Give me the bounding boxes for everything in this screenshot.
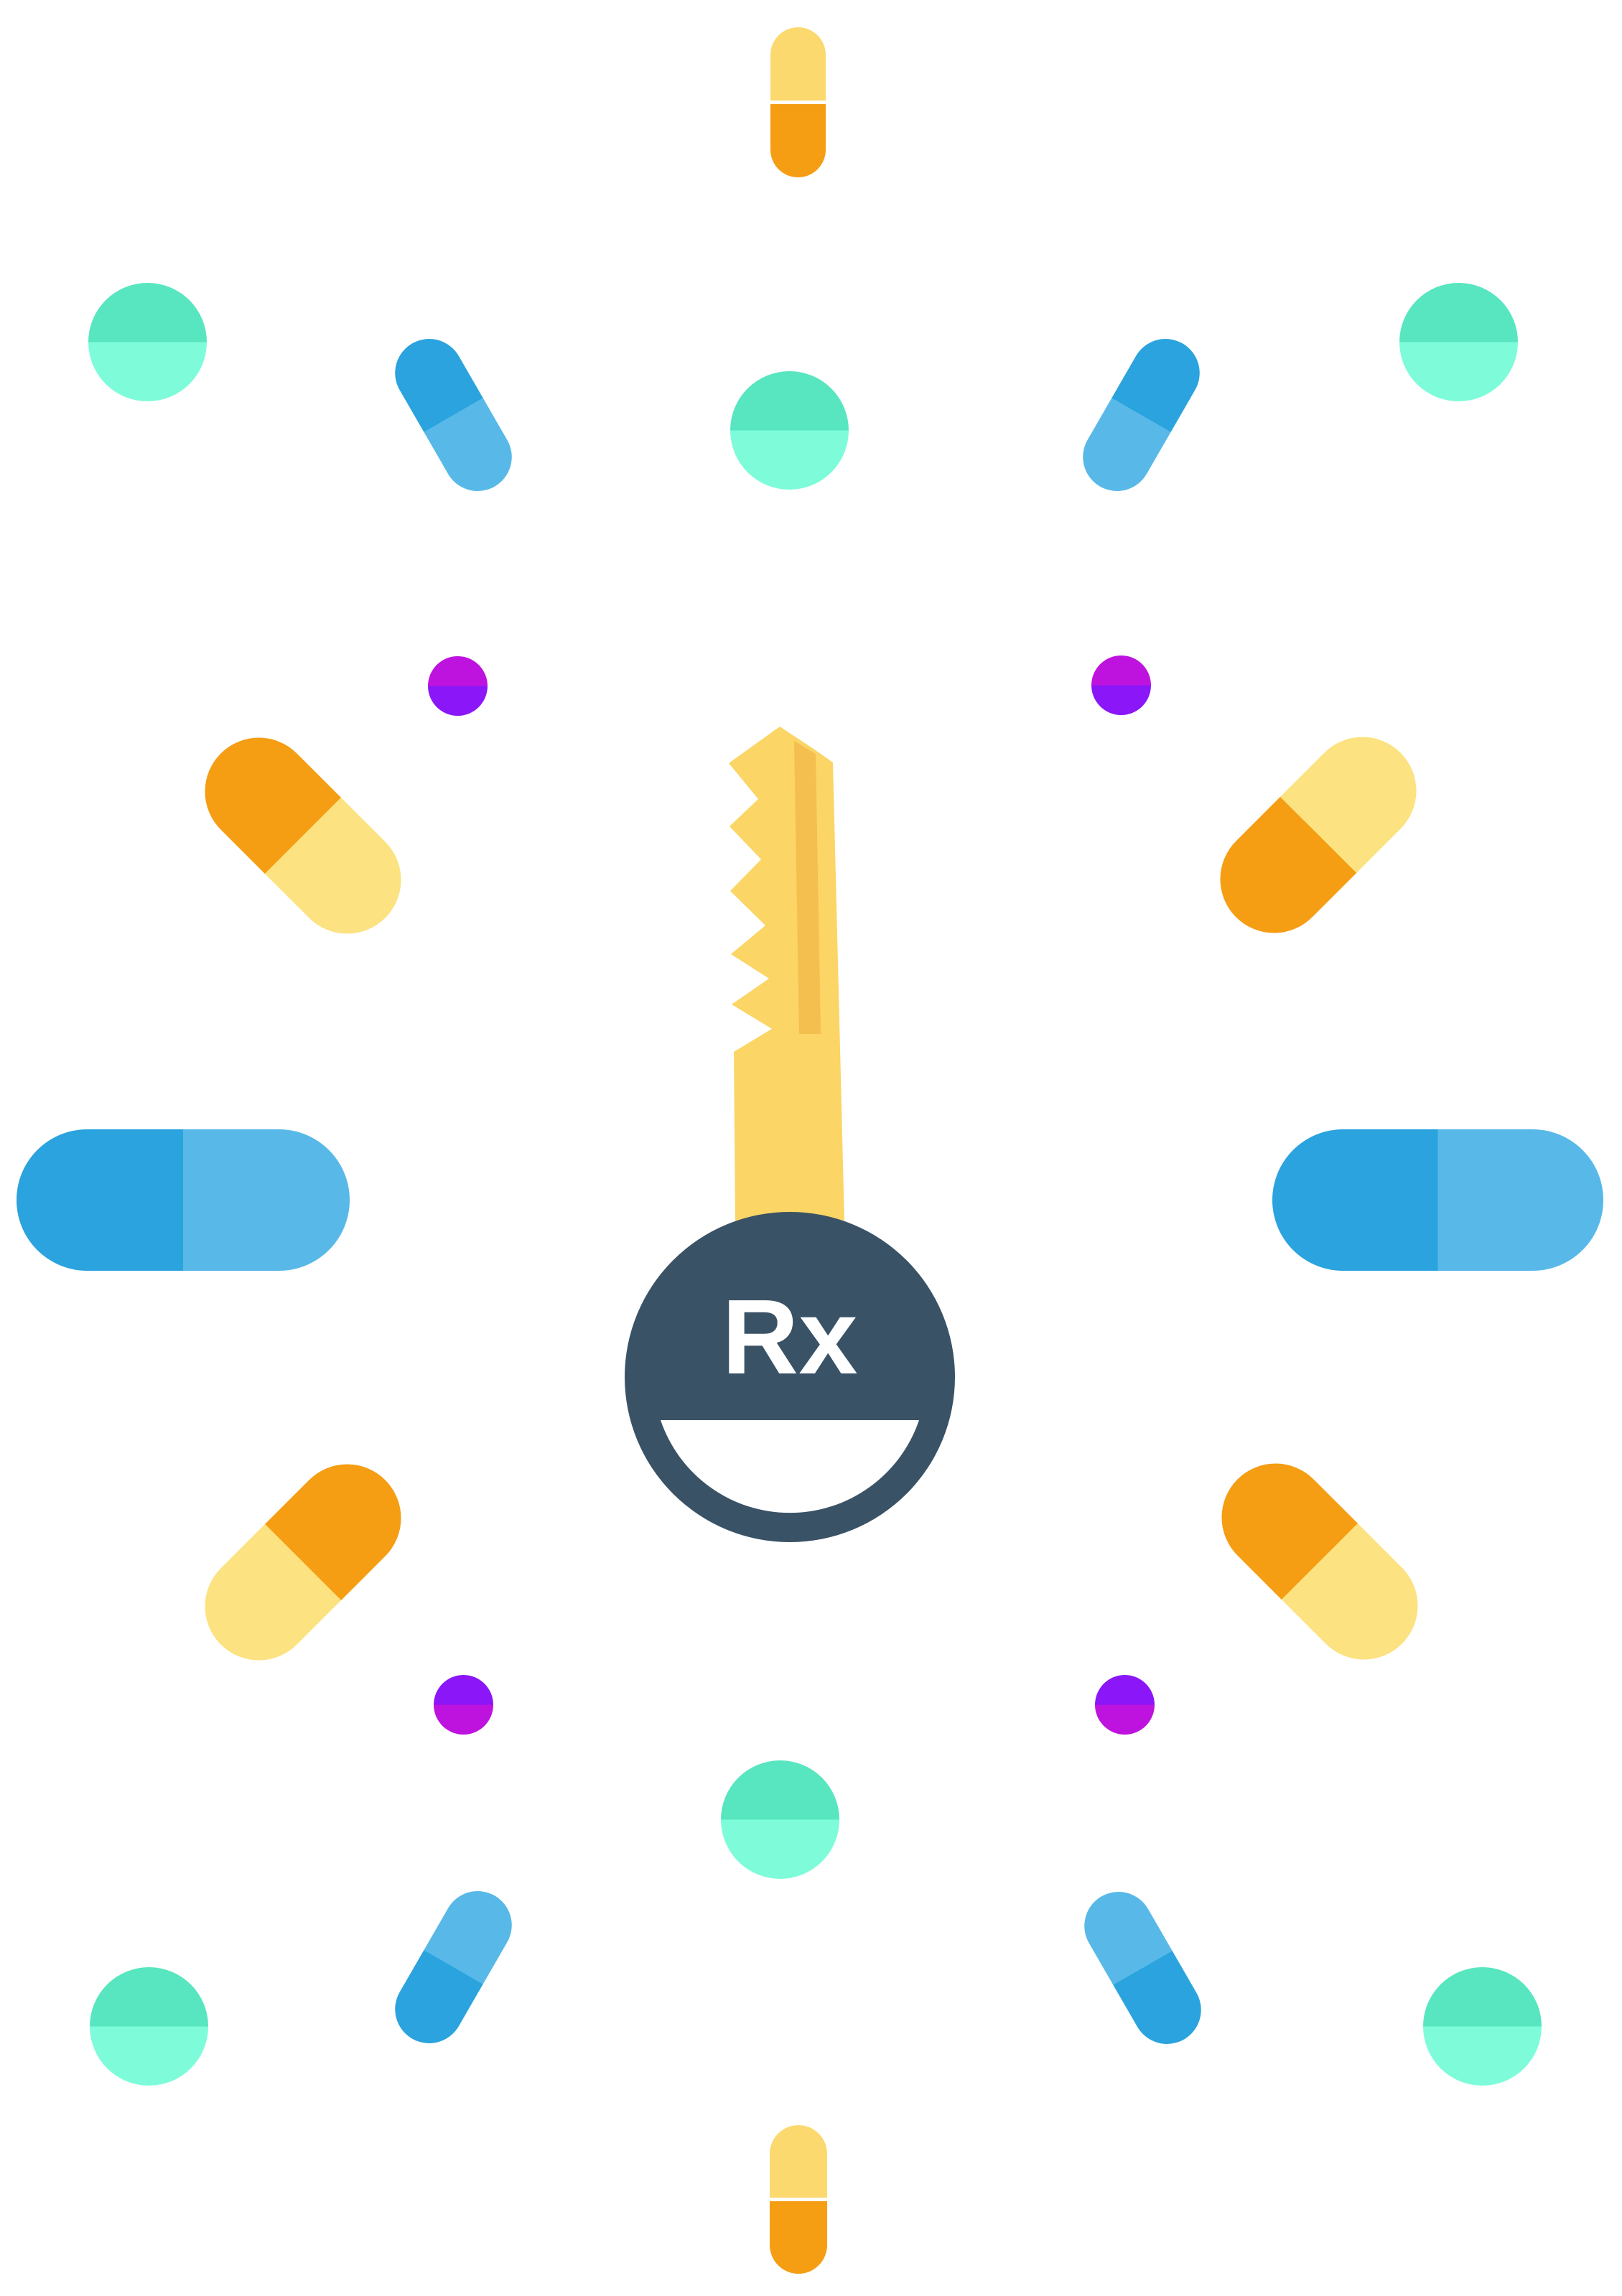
capsule-top-yellow-half xyxy=(770,27,826,101)
orange-pill-lower-left-icon xyxy=(182,1442,424,1683)
capsule-bottom-orange-half xyxy=(770,2201,827,2274)
small-blue-pill-lower-left-icon xyxy=(382,1878,525,2056)
round-pill-bottom-middle-icon xyxy=(721,1760,839,1879)
key-head xyxy=(625,1212,955,1542)
key-shaft-stripe xyxy=(794,741,821,1034)
key-head-cutout xyxy=(661,1420,919,1513)
rx-label: Rx xyxy=(722,1278,857,1396)
dot-lower-left-icon xyxy=(434,1675,493,1735)
dot-upper-right-icon xyxy=(1091,655,1151,715)
round-pill-bottom-left-icon xyxy=(90,1967,208,2086)
capsule-bottom-yellow-half xyxy=(770,2125,827,2198)
round-pill-top-left-icon xyxy=(88,283,207,401)
round-pill-top-middle-icon xyxy=(730,371,849,490)
dot-upper-left-icon xyxy=(428,656,488,716)
orange-pill-upper-right-icon xyxy=(1198,714,1439,956)
dot-lower-right-icon xyxy=(1095,1675,1155,1735)
blue-pill-left-icon xyxy=(17,1129,350,1271)
blue-pill-right-icon xyxy=(1272,1129,1603,1271)
orange-pill-lower-right-icon xyxy=(1199,1441,1440,1682)
small-blue-pill-lower-right-icon xyxy=(1071,1879,1214,2057)
round-pill-top-right-icon xyxy=(1399,283,1518,401)
capsule-top-orange-half xyxy=(770,104,826,177)
key-shaft xyxy=(729,727,844,1221)
small-blue-pill-upper-left-icon xyxy=(382,326,525,504)
orange-pill-upper-left-icon xyxy=(182,715,424,956)
capsule-pill-bottom-center-icon xyxy=(770,2125,827,2274)
round-pill-bottom-right-icon xyxy=(1423,1967,1542,2086)
small-blue-pill-upper-right-icon xyxy=(1070,326,1213,504)
capsule-pill-top-center-icon xyxy=(770,27,826,177)
